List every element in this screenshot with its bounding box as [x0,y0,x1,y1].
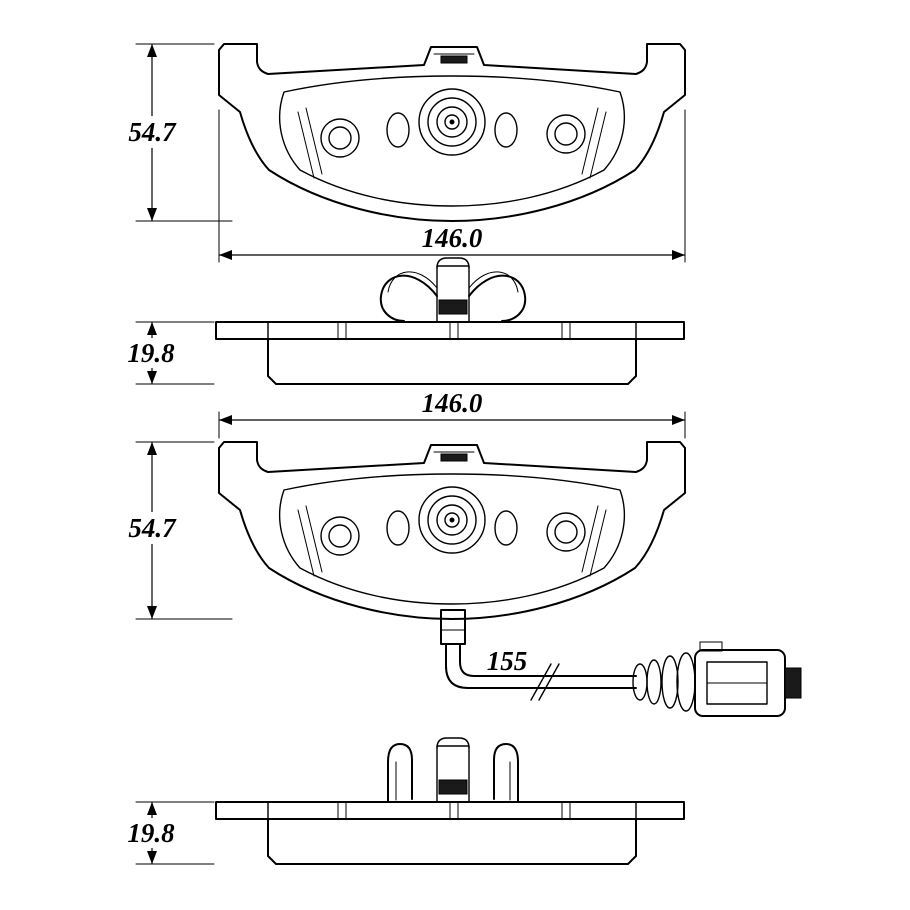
arrowhead-right [672,415,685,425]
sensor-wire-outer [445,643,637,689]
friction-material-edge [267,818,637,865]
arrowhead-up [147,322,157,335]
clip-loop-left [387,743,413,803]
clip-dark-band [438,779,468,795]
dimension-thickness-bottom: 19.8 [119,801,215,865]
clip-arm-left [379,274,438,322]
pad-front-top [218,43,686,222]
arrowhead-down [147,208,157,221]
sensor-wire-inner [459,643,637,677]
connector-top-latch [699,641,723,652]
arrowhead-right [672,250,685,260]
label-background [482,648,534,674]
dimension-label-thickness: 19.8 [127,818,175,848]
label-background [408,388,496,414]
pad-front-sensor [218,441,686,620]
arrowhead-left [219,250,232,260]
clip-dark-band [438,299,468,315]
boot-ridge [632,663,648,701]
arrowhead-up [147,44,157,57]
retaining-clip [379,257,527,323]
dimension-label-thickness: 19.8 [127,338,175,368]
wire-length-label: 155 [487,646,528,676]
boot-ridge [646,659,662,705]
retaining-clips [387,737,519,803]
wire-break-mark [538,663,560,701]
friction-material-edge [267,338,637,385]
arrowhead-down [147,606,157,619]
wire-break-mark [530,663,552,701]
view-pad-profile-bottom: 19.8 [119,737,685,865]
dimension-label-width: 146.0 [422,388,483,418]
dimension-label-height: 54.7 [128,117,177,147]
wear-sensor-assembly: 155 [440,609,802,717]
clip-loop-right [493,743,519,803]
arrowhead-left [219,415,232,425]
label-background [120,338,182,368]
label-background [119,818,183,848]
view-pad-front-top: 54.7 146.0 [122,43,686,263]
label-background [122,116,182,148]
dimension-height-top: 54.7 [122,43,233,222]
view-pad-profile-top: 19.8 [120,257,685,385]
clip-top-fold [436,737,470,749]
label-background [122,512,182,544]
boot-ridge [661,655,679,709]
clip-arm-right [468,274,527,322]
boot-ridge [676,652,696,712]
connector-terminal-tab [784,667,802,699]
clip-arm-right-inner [468,271,519,293]
dimension-label-width: 146.0 [422,223,483,253]
dimension-thickness-top: 19.8 [120,321,215,385]
clip-arm-left-inner [387,271,438,293]
arrowhead-down [147,851,157,864]
arrowhead-up [147,802,157,815]
clip-top-fold [436,257,470,269]
dimension-height-sensor: 54.7 [122,441,233,620]
dimension-label-height: 54.7 [128,513,177,543]
dimension-width-sensor: 146.0 [218,388,686,439]
arrowhead-up [147,442,157,455]
dimension-width-top: 146.0 [218,109,686,263]
sensor-stub [440,609,466,645]
view-pad-front-sensor: 146.0 54.7 155 [122,388,802,717]
arrowhead-down [147,371,157,384]
